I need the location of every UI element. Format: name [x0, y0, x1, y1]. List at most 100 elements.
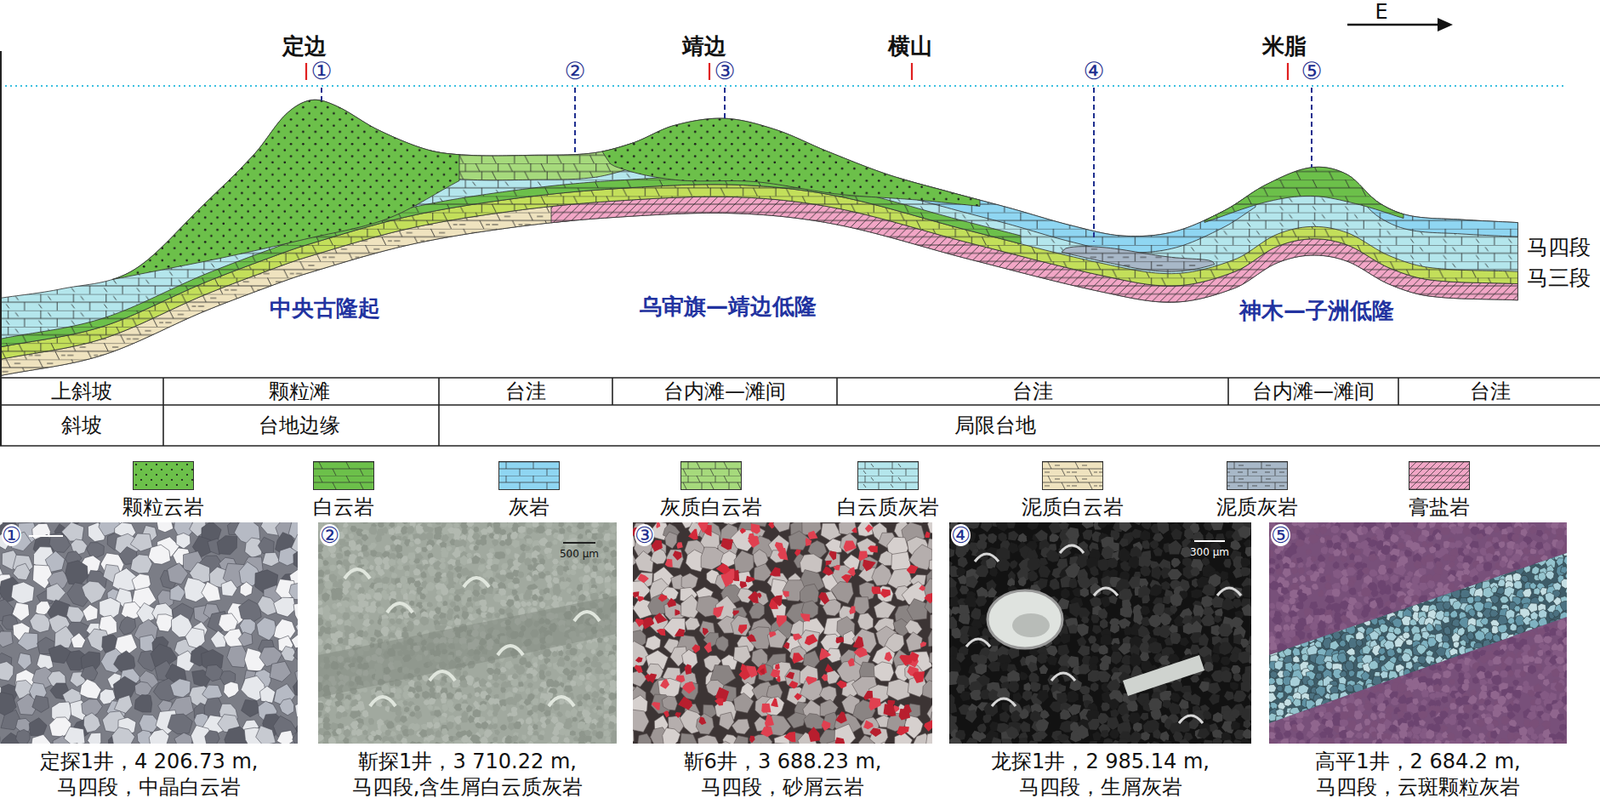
mineral-grain: [454, 593, 462, 602]
mineral-grain: [369, 619, 375, 625]
mineral-grain: [551, 734, 560, 743]
mineral-grain: [576, 562, 583, 570]
mineral-grain: [466, 522, 475, 527]
mineral-grain: [389, 692, 396, 698]
mineral-grain: [634, 551, 654, 573]
table-rule: [1227, 377, 1230, 405]
location-tick: [708, 62, 711, 80]
mineral-grain: [571, 563, 578, 570]
mineral-grain: [388, 522, 396, 528]
mineral-grain: [414, 711, 422, 720]
mineral-grain: [446, 546, 453, 553]
mineral-grain: [134, 681, 152, 697]
mineral-grain: [427, 544, 433, 552]
mineral-grain: [216, 535, 237, 555]
mineral-grain: [318, 701, 325, 711]
mineral-grain: [415, 546, 422, 554]
table-rule: [1397, 377, 1400, 405]
mineral-grain: [414, 693, 421, 700]
mineral-grain: [545, 575, 553, 583]
mineral-grain: [335, 552, 343, 560]
mineral-grain: [381, 700, 388, 707]
mineral-grain: [525, 574, 532, 581]
mineral-grain: [350, 575, 356, 582]
mineral-grain: [413, 568, 422, 576]
mineral-grain: [803, 713, 825, 730]
mineral-grain: [403, 564, 410, 571]
mineral-grain: [427, 704, 433, 711]
mineral-grain: [512, 686, 519, 693]
mineral-grain: [596, 540, 604, 549]
mineral-grain: [445, 692, 455, 700]
mineral-grain: [420, 593, 428, 600]
mineral-grain: [461, 600, 467, 606]
mineral-grain: [390, 740, 396, 744]
mineral-grain: [614, 691, 617, 701]
mineral-grain: [545, 522, 553, 528]
mineral-grain: [929, 649, 933, 666]
mineral-grain: [480, 721, 489, 729]
mineral-grain: [513, 601, 521, 610]
mineral-grain: [409, 540, 416, 547]
mineral-grain: [412, 723, 421, 731]
mineral-grain: [342, 737, 350, 744]
mineral-grain: [488, 674, 494, 680]
mineral-grain: [420, 615, 430, 626]
photo-ground: [0, 522, 298, 744]
mineral-grain: [362, 550, 371, 558]
mineral-grain: [491, 723, 498, 729]
mineral-grain: [11, 581, 35, 604]
grain-dolomite-mound-pattern: [112, 99, 460, 280]
mineral-grain: [130, 533, 153, 552]
mineral-grain: [770, 742, 796, 744]
mineral-grain: [609, 685, 617, 694]
arrow-head: [1437, 17, 1453, 32]
mineral-grain: [386, 720, 395, 729]
mineral-grain: [279, 698, 294, 716]
mineral-grain: [870, 728, 889, 745]
mineral-grain: [453, 533, 461, 541]
mineral-grain: [645, 635, 661, 650]
mineral-grain: [318, 734, 325, 742]
mineral-grain: [330, 552, 336, 559]
mineral-grain: [526, 538, 534, 546]
mineral-grain: [65, 560, 89, 586]
leader-line: [723, 87, 726, 119]
mineral-grain: [148, 544, 171, 564]
mineral-grain: [589, 641, 598, 651]
mineral-grain: [472, 595, 479, 602]
mineral-grain: [500, 529, 507, 536]
mineral-grain: [518, 704, 524, 710]
mineral-grain: [394, 544, 403, 554]
mineral-grain: [576, 533, 583, 540]
table-rule: [836, 377, 838, 405]
mineral-grain: [873, 661, 894, 682]
grain-dolomite-mound: [602, 118, 980, 206]
mineral-grain: [461, 528, 468, 536]
mineral-grain: [609, 533, 616, 540]
mineral-grain: [493, 534, 500, 541]
mineral-grain: [442, 703, 449, 712]
photomicrograph: [0, 522, 298, 744]
mineral-grain: [381, 683, 390, 692]
mineral-grain: [413, 606, 420, 613]
mineral-grain: [377, 569, 385, 577]
mineral-grain: [570, 740, 579, 744]
dolomitic-limestone-body-pattern: [0, 99, 1518, 376]
strata-section: [0, 99, 1518, 376]
mineral-grain: [525, 522, 533, 529]
mineral-grain: [269, 660, 291, 682]
mineral-grain: [923, 578, 933, 604]
mineral-grain: [538, 654, 545, 661]
mineral-grain: [473, 545, 479, 552]
mineral-grain: [414, 741, 423, 745]
mineral-grain: [540, 722, 547, 729]
mineral-grain: [355, 703, 365, 712]
mineral-grain: [492, 681, 501, 688]
mineral-grain: [335, 592, 343, 601]
mineral-grain: [504, 537, 513, 546]
mineral-grain: [454, 691, 462, 701]
mineral-grain: [329, 564, 337, 572]
dolomite-mound: [1204, 166, 1404, 223]
mineral-grain: [435, 692, 441, 700]
